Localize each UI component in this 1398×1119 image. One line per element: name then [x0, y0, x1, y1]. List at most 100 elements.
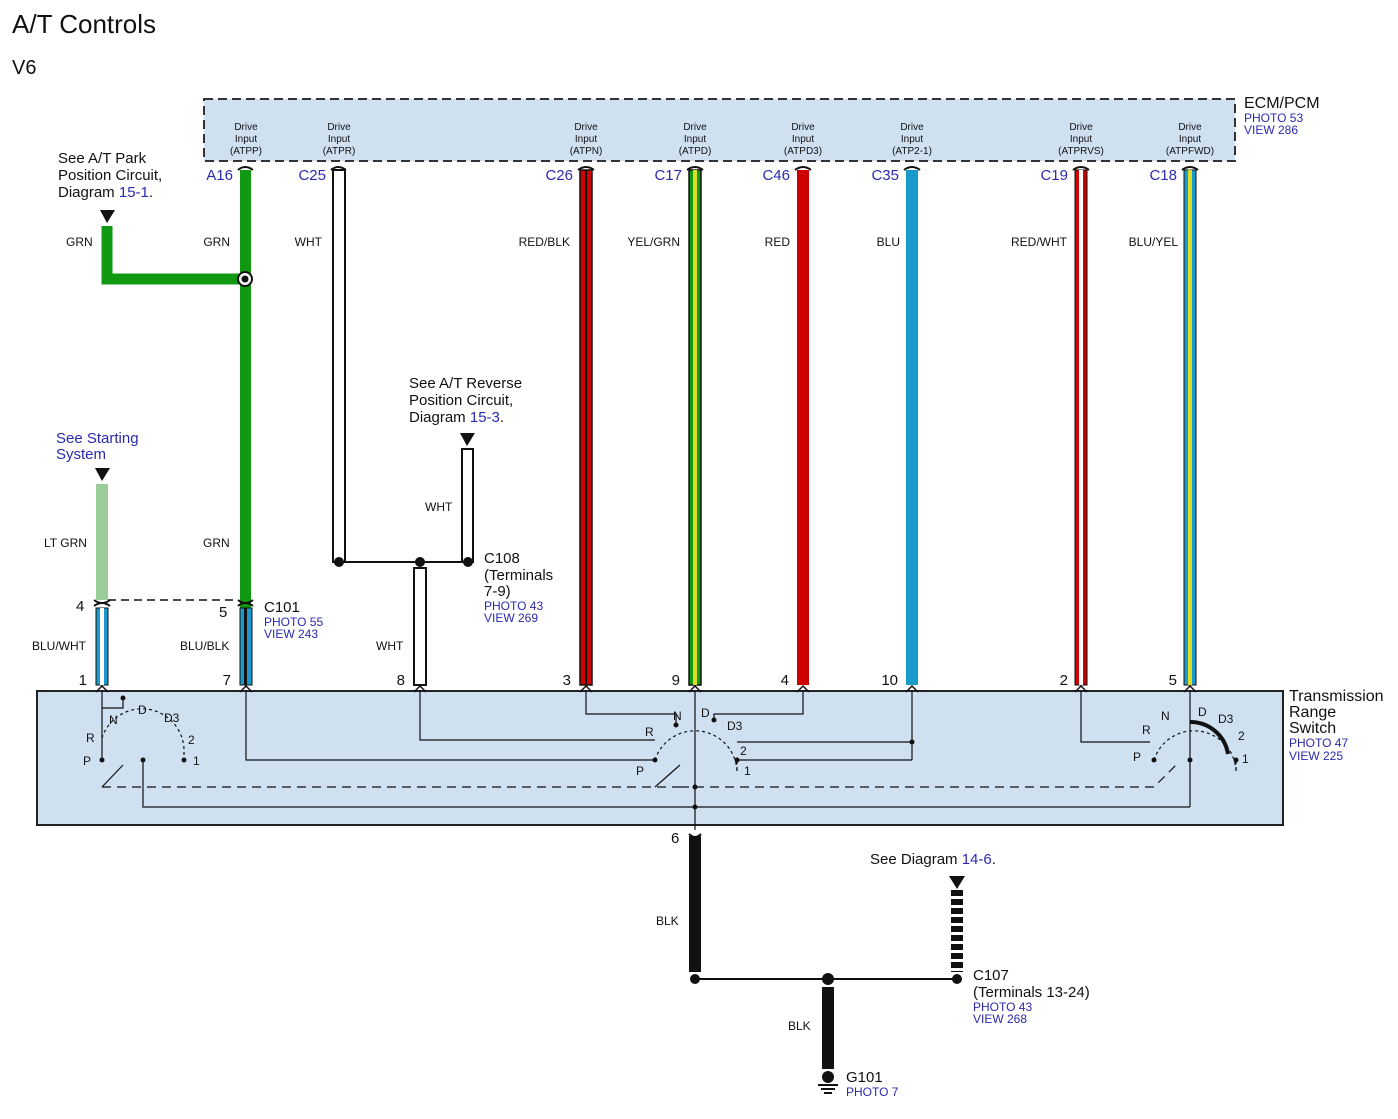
switch-position-2: 2 — [1238, 729, 1245, 743]
ecm-input-drive-label: Drive — [1069, 122, 1093, 133]
switch-contact-dots — [99, 695, 1239, 810]
switch-box — [36, 690, 1284, 826]
switch-position-d: D — [701, 706, 710, 720]
c101-pin-4: 4 — [76, 598, 84, 615]
wire-blu-wht — [95, 607, 109, 686]
c107-line2: (Terminals 13-24) — [973, 984, 1090, 1001]
c101-photo: PHOTO 55 — [264, 615, 323, 629]
switch-position-r: R — [86, 731, 95, 745]
c108-line2: (Terminals — [484, 567, 553, 584]
c101-name: C101 — [264, 599, 300, 616]
wire-yel-grn-c17 — [688, 169, 702, 686]
c108-line3: 7-9) — [484, 583, 511, 600]
switch-position-1: 1 — [1242, 752, 1249, 766]
switch-position-d: D — [1198, 705, 1207, 719]
arrow-park — [100, 210, 115, 223]
ecm-pcm-box — [203, 98, 1236, 162]
g101-photo: PHOTO 7 — [846, 1085, 899, 1099]
switch-pin-number: 5 — [1169, 672, 1177, 689]
wire-wht-8 — [413, 567, 427, 686]
switch-pin-number: 8 — [397, 672, 405, 689]
switch-pin-number: 1 — [79, 672, 87, 689]
ground-bus-dot-right — [952, 974, 962, 984]
note-diagram-146: See Diagram 14-6. — [870, 851, 996, 868]
ecm-input-drive-label: Drive — [574, 122, 598, 133]
note-park-line2: Position Circuit, — [58, 167, 162, 184]
wire-color-label: YEL/GRN — [627, 235, 680, 249]
ecm-input-input-label: Input — [1070, 134, 1092, 145]
note-park-line3: Diagram 15-1. — [58, 184, 153, 201]
label-blk-main: BLK — [656, 914, 679, 928]
switch-name-line2: Range — [1289, 704, 1336, 721]
c108-dot-right — [463, 557, 473, 567]
wire-blu-blk — [239, 607, 253, 686]
ecm-input-input-label: Input — [328, 134, 350, 145]
ecm-view: VIEW 286 — [1244, 123, 1298, 137]
ground-bus-splice — [822, 973, 834, 985]
ecm-input-labels: DriveInput(ATPP)DriveInput(ATPR)DriveInp… — [230, 122, 1214, 157]
ecm-terminal-label: C46 — [762, 167, 790, 184]
c101-pin-5: 5 — [219, 604, 227, 621]
switch-position-1: 1 — [193, 754, 200, 768]
arrow-starting — [95, 468, 110, 481]
wire-color-label: RED — [765, 235, 791, 249]
label-park-grn: GRN — [66, 235, 93, 249]
ecm-connector-marks — [237, 166, 1199, 171]
diagram-title: A/T Controls — [12, 9, 156, 39]
ecm-terminal-label: A16 — [206, 167, 233, 184]
wire-grn-park-branch — [101, 226, 245, 285]
ecm-input-input-label: Input — [792, 134, 814, 145]
wire-color-label: GRN — [203, 235, 230, 249]
ground-bus-dot-left — [690, 974, 700, 984]
c107-name: C107 — [973, 967, 1009, 984]
note-reverse-line3: Diagram 15-3. — [409, 409, 504, 426]
c101-connector-marks — [93, 599, 254, 607]
note-starting-line2: System — [56, 446, 106, 463]
ecm-input-drive-label: Drive — [791, 122, 815, 133]
switch-position-n: N — [1161, 709, 1170, 723]
switch-position-d3: D3 — [164, 711, 180, 725]
switch-position-n: N — [673, 709, 682, 723]
wire-grn-a16 — [240, 170, 251, 685]
label-wht-8: WHT — [376, 639, 404, 653]
switch-position-d3: D3 — [727, 719, 743, 733]
switch-position-p: P — [1133, 750, 1141, 764]
switch-pin-arrows — [95, 684, 1197, 693]
switch-view: VIEW 225 — [1289, 749, 1343, 763]
wire-color-label: RED/WHT — [1011, 235, 1068, 249]
switch-pin-number: 2 — [1060, 672, 1068, 689]
note-reverse-line1: See A/T Reverse — [409, 375, 522, 392]
c108-name: C108 — [484, 550, 520, 567]
ecm-terminal-label: C17 — [654, 167, 682, 184]
wire-color-label: BLU/YEL — [1129, 235, 1179, 249]
c101-view: VIEW 243 — [264, 627, 318, 641]
note-reverse-line2: Position Circuit, — [409, 392, 513, 409]
ecm-input-signal: (ATPRVS) — [1058, 146, 1104, 157]
switch-pin-number: 3 — [563, 672, 571, 689]
switch-pin-number: 4 — [781, 672, 789, 689]
switch-name-line1: Transmission — [1289, 688, 1384, 705]
ecm-input-drive-label: Drive — [234, 122, 258, 133]
wire-wht-c25 — [332, 169, 346, 563]
c108-dot-left — [334, 557, 344, 567]
ecm-terminal-label: C18 — [1149, 167, 1177, 184]
ecm-name: ECM/PCM — [1244, 95, 1320, 112]
wire-red-blk-c26 — [579, 169, 593, 686]
switch-position-2: 2 — [188, 733, 195, 747]
wire-blu-yel-c18 — [1183, 169, 1197, 686]
label-blu-wht: BLU/WHT — [32, 639, 87, 653]
ecm-input-input-label: Input — [901, 134, 923, 145]
switch-position-d3: D3 — [1218, 712, 1234, 726]
wire-blu-c35 — [906, 170, 918, 685]
ecm-input-signal: (ATPN) — [570, 146, 603, 157]
c107-photo: PHOTO 43 — [973, 1000, 1032, 1014]
wire-red-wht-c19 — [1074, 169, 1088, 686]
splice-park-dot — [241, 275, 249, 283]
ecm-input-signal: (ATPFWD) — [1166, 146, 1214, 157]
switch-ground-pin: 6 — [671, 830, 679, 847]
switch-position-r: R — [1142, 723, 1151, 737]
